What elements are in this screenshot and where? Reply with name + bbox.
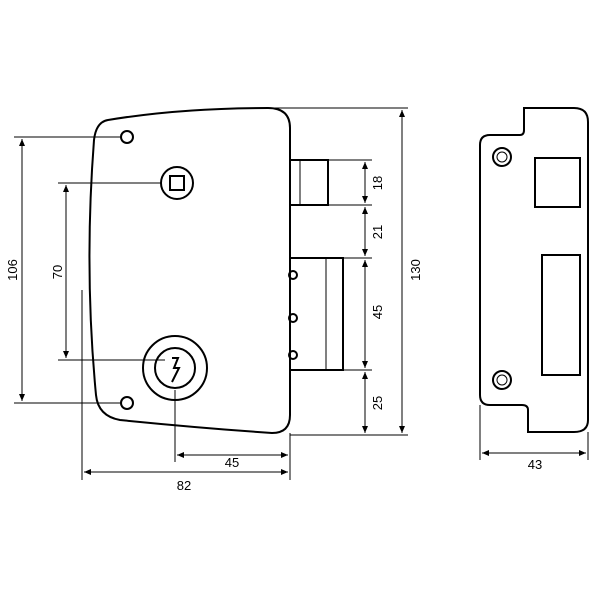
dim-label-43: 43	[528, 457, 542, 472]
dimension-lines	[14, 107, 408, 480]
handle-spindle	[160, 166, 194, 200]
dim-label-45-key: 45	[225, 455, 239, 470]
strike-screw-top	[492, 147, 512, 167]
screw-hole-top	[120, 130, 134, 144]
dim-label-21: 21	[370, 225, 385, 239]
strike-screw-bottom	[492, 370, 512, 390]
keyhole-icon	[171, 357, 181, 383]
deadbolt	[289, 159, 329, 206]
deadbolt-opening	[534, 157, 581, 208]
strike-plate	[479, 107, 589, 433]
dim-label-45-latch: 45	[370, 305, 385, 319]
strike-dimension	[479, 405, 589, 460]
dim-label-82: 82	[177, 478, 191, 493]
dim-label-130: 130	[408, 259, 423, 281]
latch-bolt	[288, 257, 344, 371]
dim-label-70: 70	[50, 265, 65, 279]
dim-label-18: 18	[370, 176, 385, 190]
dim-label-106: 106	[5, 259, 20, 281]
dim-label-25: 25	[370, 396, 385, 410]
lock-body	[88, 106, 291, 435]
latch-opening	[541, 254, 581, 376]
screw-hole-bottom	[120, 396, 134, 410]
